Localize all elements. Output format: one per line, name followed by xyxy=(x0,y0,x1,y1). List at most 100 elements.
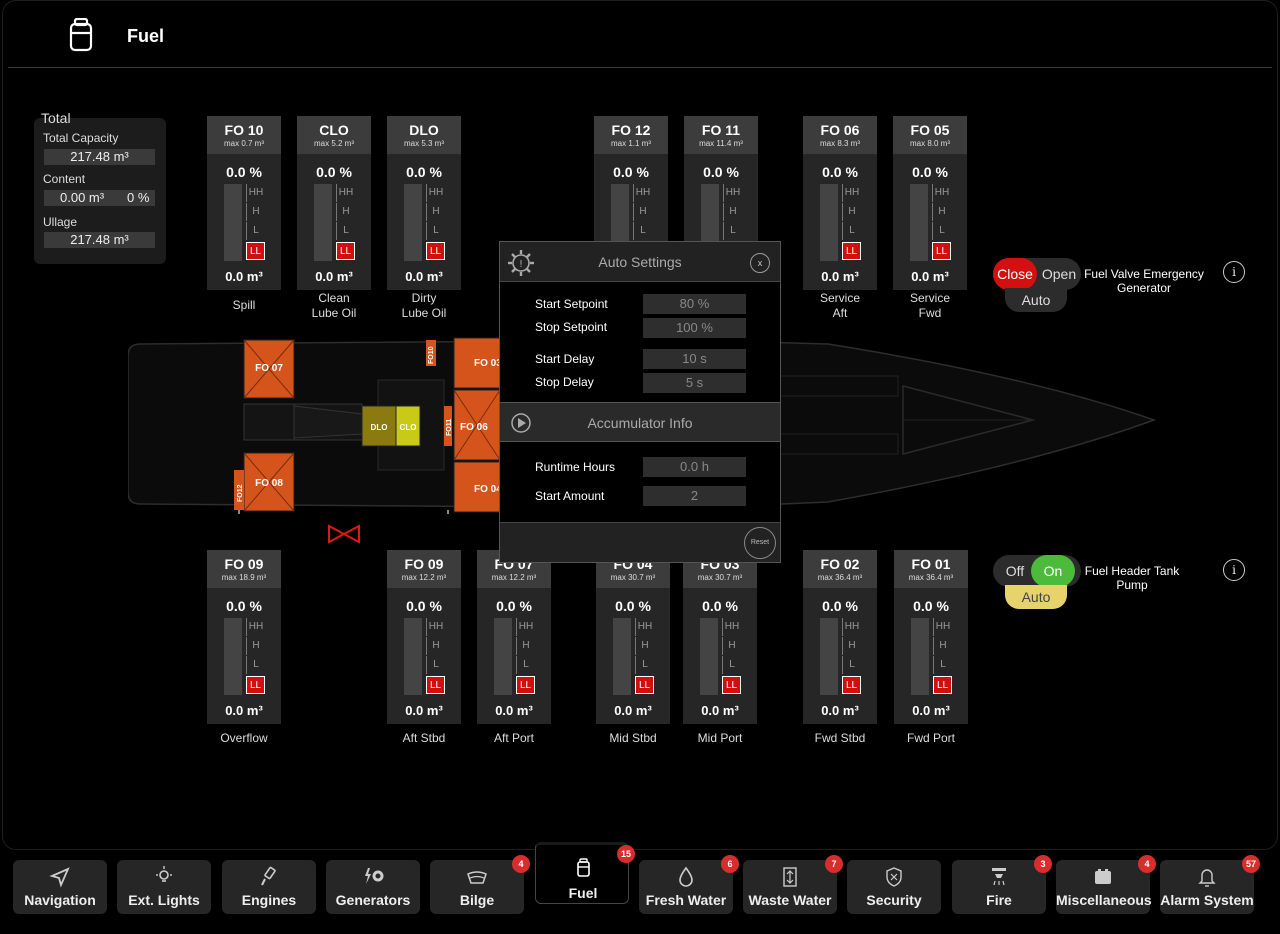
nav-tab-fire[interactable]: Fire xyxy=(952,860,1046,914)
tank-volume: 0.0 m³ xyxy=(405,269,443,284)
tank-level-bar xyxy=(910,184,928,261)
level-ll-indicator: LL xyxy=(722,676,741,694)
nav-tab-waste-water[interactable]: Waste Water xyxy=(743,860,837,914)
start-delay-input[interactable]: 10 s xyxy=(643,349,746,369)
pump-off-button[interactable]: Off xyxy=(1005,563,1025,579)
accumulator-title: Accumulator Info xyxy=(587,415,693,431)
level-ll-indicator: LL xyxy=(933,676,952,694)
gear-icon: ! xyxy=(508,250,534,276)
page-title: Fuel xyxy=(127,26,165,46)
nav-tab-fresh-water[interactable]: Fresh Water xyxy=(639,860,733,914)
nav-alert-badge: 3 xyxy=(1034,855,1052,873)
tank-volume: 0.0 m³ xyxy=(912,703,950,718)
valve-open-button[interactable]: Open xyxy=(1041,266,1077,282)
tank-percent: 0.0 % xyxy=(822,598,858,614)
dialog-close-button[interactable]: x xyxy=(750,253,770,273)
nav-tab-bilge[interactable]: Bilge xyxy=(430,860,524,914)
stop-setpoint-input[interactable]: 100 % xyxy=(643,318,746,338)
level-l-indicator: L xyxy=(932,222,951,240)
level-l-indicator: L xyxy=(426,222,445,240)
nav-tab-label: Generators xyxy=(335,892,411,908)
nav-tab-ext-lights[interactable]: Ext. Lights xyxy=(117,860,211,914)
nav-tab-alarm-system[interactable]: Alarm System xyxy=(1160,860,1254,914)
start-setpoint-input[interactable]: 80 % xyxy=(643,294,746,314)
tank-level-bar xyxy=(911,618,929,695)
tank-label-line1: Dirty xyxy=(411,291,437,305)
nav-tab-security[interactable]: Security xyxy=(847,860,941,914)
tank-location-label: Mid Stbd xyxy=(609,731,657,745)
valve-auto-button[interactable]: Auto xyxy=(1005,288,1067,312)
tank-name: FO 06 xyxy=(820,122,860,138)
nav-alert-badge: 7 xyxy=(825,855,843,873)
level-l-indicator: L xyxy=(842,222,861,240)
valve-toggle[interactable]: Close Open xyxy=(993,258,1081,290)
nav-tab-label: Miscellaneous xyxy=(1056,892,1152,908)
nav-alert-badge: 6 xyxy=(721,855,739,873)
nav-tab-label: Bilge xyxy=(459,892,495,908)
dialog-title: Auto Settings xyxy=(598,254,682,270)
totals-panel: Total Total Capacity 217.48 m³ Content 0… xyxy=(34,110,166,264)
tank-percent: 0.0 % xyxy=(226,598,262,614)
nav-tab-fuel[interactable]: Fuel xyxy=(535,842,629,904)
water-drop-icon xyxy=(679,866,693,887)
level-h-indicator: H xyxy=(516,637,535,655)
level-l-indicator: L xyxy=(635,656,654,674)
level-l-indicator: L xyxy=(723,222,742,240)
accumulator-header[interactable]: Accumulator Info xyxy=(500,402,780,442)
start-amount-label: Start Amount xyxy=(535,489,605,503)
pump-on-button[interactable]: On xyxy=(1031,555,1075,587)
nav-tab-label: Ext. Lights xyxy=(128,892,200,908)
level-hh-indicator: HH xyxy=(516,618,535,636)
ship-tank-fo04 xyxy=(453,461,501,513)
tank-max: max 8.0 m³ xyxy=(909,139,950,148)
level-h-indicator: H xyxy=(426,203,445,221)
nav-tab-miscellaneous[interactable]: Miscellaneous xyxy=(1056,860,1152,914)
stop-delay-input[interactable]: 5 s xyxy=(643,373,746,393)
valve-close-button[interactable]: Close xyxy=(993,258,1037,290)
nav-tab-generators[interactable]: Generators xyxy=(326,860,420,914)
tank-label-line2: Fwd xyxy=(918,306,942,320)
tank-level-bar xyxy=(820,618,838,695)
reset-button[interactable]: Reset xyxy=(744,527,776,559)
tank-label-line1: Service xyxy=(819,291,860,305)
tank-volume: 0.0 m³ xyxy=(315,269,353,284)
start-delay-label: Start Delay xyxy=(535,352,595,366)
pump-toggle[interactable]: Off On xyxy=(993,555,1081,587)
level-h-indicator: H xyxy=(842,203,861,221)
valve-info-icon[interactable]: i xyxy=(1223,261,1245,283)
ship-tank-dlo xyxy=(361,405,397,447)
pump-info-icon[interactable]: i xyxy=(1223,559,1245,581)
pump-auto-button[interactable]: Auto xyxy=(1005,585,1067,609)
tank-name: FO 11 xyxy=(701,122,741,138)
level-ll-indicator: LL xyxy=(426,242,445,260)
tank-name: FO 12 xyxy=(611,122,651,138)
level-ll-indicator: LL xyxy=(842,242,861,260)
nav-tab-engines[interactable]: Engines xyxy=(222,860,316,914)
tank-volume: 0.0 m³ xyxy=(495,703,533,718)
tank-label-line2: Lube Oil xyxy=(311,306,357,320)
tank-level-bar xyxy=(494,618,512,695)
emergency-valve-icon[interactable] xyxy=(326,524,362,544)
tank-volume: 0.0 m³ xyxy=(405,703,443,718)
level-l-indicator: L xyxy=(842,656,861,674)
tank-max: max 11.4 m³ xyxy=(699,139,743,148)
nav-tab-navigation[interactable]: Navigation xyxy=(13,860,107,914)
